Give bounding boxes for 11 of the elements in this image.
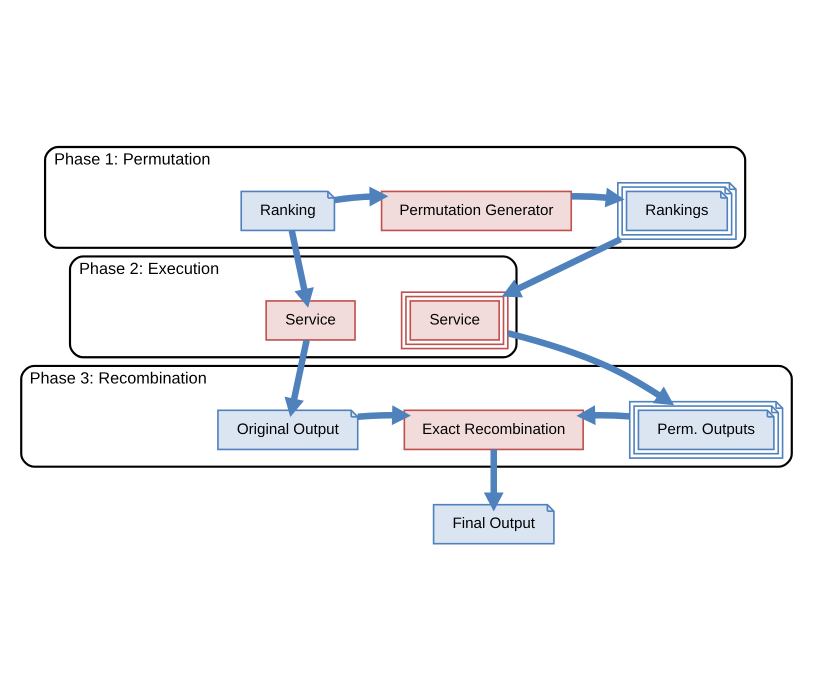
- arrow: [358, 405, 411, 426]
- node-box: Service: [400, 291, 509, 350]
- arrow: [484, 450, 504, 512]
- node-box: Permutation Generator: [380, 190, 572, 232]
- arrow: [576, 405, 630, 426]
- node-box: Service: [265, 300, 356, 341]
- node-box: Exact Recombination: [404, 410, 584, 450]
- arrow: [572, 188, 625, 208]
- arrow: [502, 236, 622, 298]
- arrow: [507, 330, 674, 406]
- arrow: [334, 186, 388, 206]
